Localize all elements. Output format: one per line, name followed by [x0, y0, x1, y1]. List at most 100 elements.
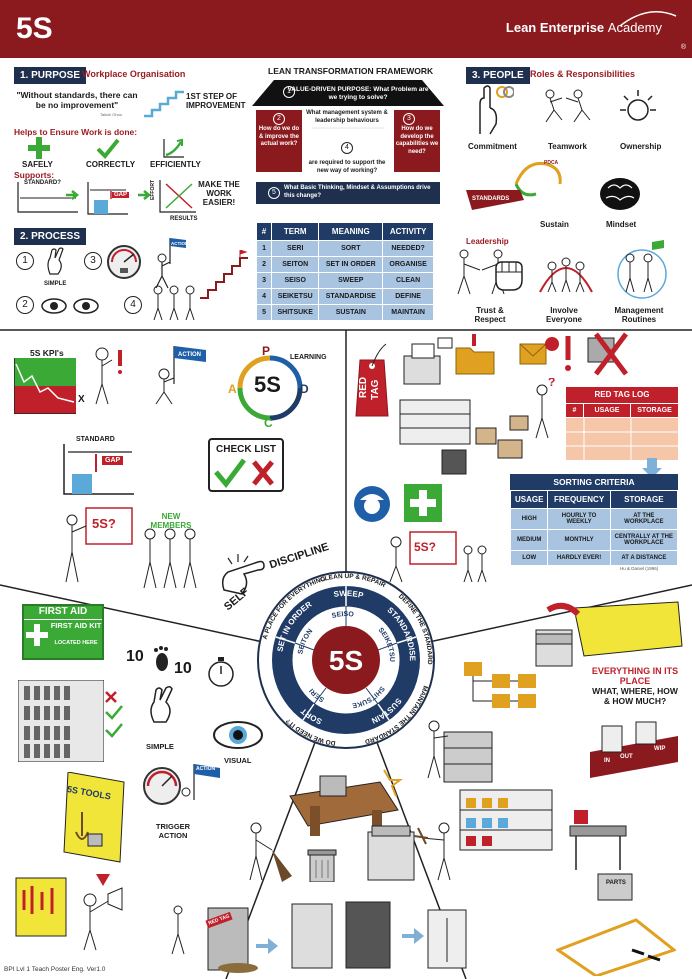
training-figures-icon	[389, 531, 487, 583]
pdca-d: D	[300, 382, 309, 396]
people-label: 3. PEOPLE	[466, 67, 530, 84]
storage-clutter-icon	[399, 399, 529, 475]
pdca-center-label: 5S	[254, 372, 281, 397]
footer-text: BPI Lvl 1 Teach Poster Eng. Ver1.0	[4, 966, 106, 973]
arrow-right-icon	[138, 190, 152, 200]
trigger-flag-label: ACTION	[196, 766, 216, 772]
staircase-icon	[144, 90, 184, 118]
involve-everyone-icon	[539, 257, 593, 293]
svg-text:SEISO: SEISO	[331, 611, 354, 620]
svg-text:SWEEP: SWEEP	[333, 589, 365, 600]
fingers-crossed-icon	[150, 685, 173, 723]
training-group-icon	[65, 507, 197, 589]
brand-logo: Lean Enterprise Academy	[505, 20, 662, 35]
management-routines-icon	[617, 240, 667, 299]
shelving-rack-icon	[459, 789, 553, 851]
folders-icon	[455, 334, 495, 375]
standard-q-label: STANDARD?	[24, 180, 61, 186]
email-icon	[519, 337, 559, 365]
gap-badge: GAP	[112, 192, 130, 198]
fw-num-4: 4	[341, 142, 353, 154]
efficiently-label: EFFICIENTLY	[150, 160, 201, 169]
fw-work-text: How do we do & improve the actual work?	[258, 126, 300, 147]
commitment-hand-icon	[479, 85, 514, 135]
red-tag-text-a: RED	[358, 376, 369, 398]
located-here-text: LOCATED HERE	[54, 640, 98, 646]
brand-swoosh-icon	[619, 11, 677, 27]
what-where-label: WHAT, WHERE, HOW & HOW MUCH?	[592, 686, 678, 706]
first-step-text: 1ST STEP OF IMPROVEMENT	[186, 92, 246, 110]
tool-wall-figure-icon	[15, 874, 123, 951]
growth-chart-icon	[163, 138, 184, 158]
computer-cross-icon	[565, 332, 628, 376]
purpose-subtitle: Workplace Organisation	[82, 69, 186, 79]
cleaning-sequence-icon	[171, 901, 391, 973]
red-tag-log-header: # USAGE STORAGE	[566, 404, 678, 417]
simple-label-std: SIMPLE	[146, 742, 174, 751]
action-flag-figure-icon	[155, 346, 206, 405]
framework-title: LEAN TRANSFORMATION FRAMEWORK	[268, 66, 434, 76]
red-tag-log-title: RED TAG LOG	[566, 387, 678, 403]
learning-label: LEARNING	[290, 354, 327, 361]
checkmark-icon	[96, 138, 120, 159]
purpose-label: 1. PURPOSE	[14, 67, 87, 84]
arrow-right-icon	[66, 190, 80, 200]
safety-helmet-icon	[354, 486, 390, 522]
first-aid-divider	[24, 619, 102, 620]
supports-heading: Supports:	[14, 170, 55, 180]
thinking-figure-icon	[95, 347, 122, 405]
fw-purpose-text: VALUE-DRIVEN PURPOSE: What Problem are w…	[287, 86, 429, 101]
fw-num-1: 1	[283, 86, 295, 98]
five-s-wheel: MAINTAIN THE STANDARD DO WE NEED IT? A P…	[257, 571, 435, 749]
pdca-a: A	[228, 382, 237, 396]
process-step-2: 2	[16, 296, 34, 314]
climbing-stairs-icon	[200, 250, 248, 299]
fw-num-5: 5	[268, 187, 280, 199]
sweeping-figure-icon	[249, 822, 292, 882]
trust-label: Trust & Respect	[474, 306, 506, 324]
framework-house	[252, 80, 444, 204]
kpi-chart-icon	[14, 358, 76, 414]
workstation-floor-icon	[556, 810, 676, 976]
page-title: 5S	[16, 12, 53, 45]
registered-mark: ®	[680, 44, 686, 51]
ten-a: 10	[126, 648, 144, 665]
routines-label: Management Routines	[614, 306, 664, 324]
first-aid-title: FIRST AID	[38, 606, 88, 617]
parts-label: PARTS	[606, 880, 626, 886]
fw-support-text: are required to support the new way of w…	[308, 160, 386, 174]
simple-label: SIMPLE	[44, 281, 67, 287]
ten-b: 10	[174, 660, 192, 677]
sorting-criteria-title: SORTING CRITERIA	[510, 474, 678, 490]
quote-author: Taiichi Ohno	[100, 112, 123, 117]
correctly-label: CORRECTLY	[86, 160, 136, 169]
pdca-label: PDCA	[544, 160, 559, 166]
pdca-cycle-icon	[237, 355, 303, 421]
purpose-quote: "Without standards, there can be no impr…	[16, 90, 138, 110]
helps-heading: Helps to Ensure Work is done:	[14, 127, 138, 137]
new-members-label: NEW MEMBERS	[150, 512, 192, 530]
question-5s-sort: 5S?	[414, 540, 437, 554]
first-aid-kit-text: FIRST AID KIT	[50, 621, 102, 630]
red-tag-log-rows	[566, 418, 678, 460]
wheel-inner-label: SEISO	[331, 611, 354, 620]
header-bar: 5S Lean Enterprise Academy	[0, 0, 692, 58]
ownership-label: Ownership	[620, 142, 662, 151]
gap-chart-icon	[87, 182, 128, 215]
pdca-p: P	[262, 344, 271, 358]
footprint-icon	[154, 646, 168, 671]
involve-label: Involve Everyone	[545, 306, 583, 324]
brain-icon	[600, 178, 640, 210]
terms-header: ACTIVITY	[382, 222, 434, 241]
in-out-wip-trays-icon	[590, 721, 678, 778]
action-flag-label: ACTION	[178, 352, 201, 358]
office-clutter-icon	[403, 337, 453, 385]
gauge-icon	[107, 245, 141, 279]
safety-cross-icon	[28, 137, 50, 159]
in-label: IN	[604, 758, 610, 764]
